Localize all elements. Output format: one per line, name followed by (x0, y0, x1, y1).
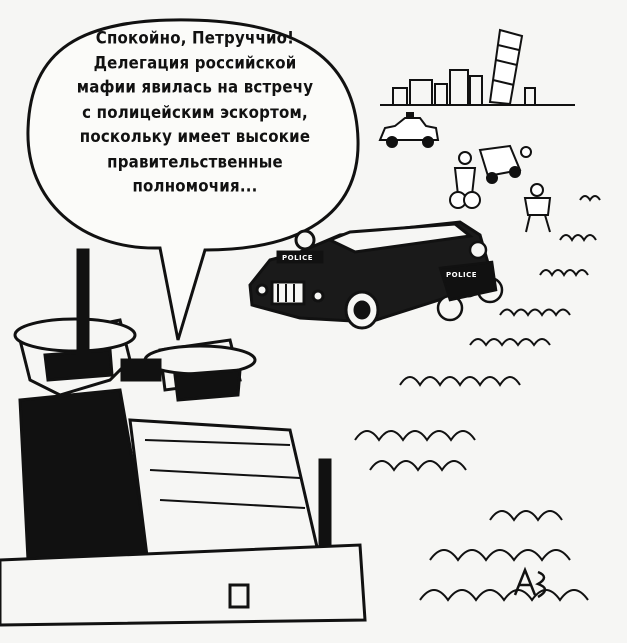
motorcycle-escorts (449, 144, 552, 233)
speech-line: полномочия... (132, 175, 258, 197)
limo-police-label: POLICE (282, 254, 314, 262)
distant-police-car (378, 112, 440, 148)
gangsters (13, 248, 332, 603)
speech-bubble-text: Спокойно, Петруччио! Делегация российско… (60, 26, 330, 199)
artist-signature (513, 566, 547, 599)
limousine (248, 220, 492, 330)
speech-line: Делегация российской (93, 51, 297, 73)
speech-bubble (26, 18, 360, 341)
speech-line: Спокойно, Петруччио! (95, 27, 295, 48)
city-skyline (380, 28, 575, 106)
speech-line: поскольку имеет высокие (79, 126, 311, 147)
roadside-shrubs (354, 195, 601, 602)
speech-line: правительственные (107, 150, 283, 172)
moto-police-label: POLICE (446, 271, 478, 279)
car-door (0, 543, 367, 627)
police-motorcycle (436, 240, 504, 322)
speech-line: мафии явилась на встречу (76, 76, 314, 98)
speech-line: с полицейским эскортом, (82, 101, 308, 123)
